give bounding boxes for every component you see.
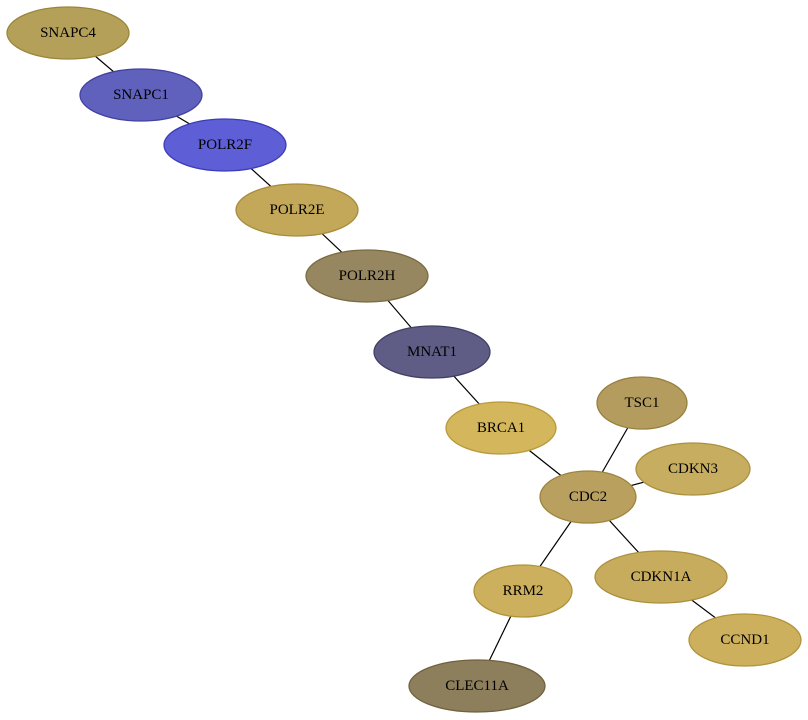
node-label: CDKN3 [668, 461, 718, 477]
node-cdkn3[interactable]: CDKN3 [635, 442, 751, 496]
node-mnat1[interactable]: MNAT1 [373, 325, 491, 379]
node-ellipse [635, 442, 751, 496]
node-tsc1[interactable]: TSC1 [596, 376, 688, 430]
node-ellipse [596, 376, 688, 430]
node-ellipse [473, 564, 573, 618]
node-brca1[interactable]: BRCA1 [445, 401, 557, 455]
node-rrm2[interactable]: RRM2 [473, 564, 573, 618]
node-label: MNAT1 [407, 344, 457, 360]
node-label: TSC1 [624, 395, 659, 411]
node-label: SNAPC1 [113, 87, 169, 103]
node-polr2h[interactable]: POLR2H [305, 249, 429, 303]
node-cdkn1a[interactable]: CDKN1A [594, 550, 728, 604]
node-ellipse [6, 6, 130, 60]
node-snapc1[interactable]: SNAPC1 [79, 68, 203, 122]
node-label: CDC2 [569, 489, 607, 505]
node-ellipse [163, 118, 287, 172]
node-clec11a[interactable]: CLEC11A [408, 659, 546, 713]
node-ellipse [373, 325, 491, 379]
node-snapc4[interactable]: SNAPC4 [6, 6, 130, 60]
node-ellipse [235, 183, 359, 237]
node-ellipse [594, 550, 728, 604]
node-ccnd1[interactable]: CCND1 [688, 613, 802, 667]
node-label: RRM2 [503, 583, 544, 599]
node-ellipse [688, 613, 802, 667]
node-label: CDKN1A [631, 569, 692, 585]
node-label: BRCA1 [477, 420, 525, 436]
node-ellipse [445, 401, 557, 455]
node-label: POLR2F [198, 137, 252, 153]
node-ellipse [79, 68, 203, 122]
node-ellipse [408, 659, 546, 713]
node-label: CLEC11A [445, 678, 509, 694]
node-polr2e[interactable]: POLR2E [235, 183, 359, 237]
node-cdc2[interactable]: CDC2 [539, 470, 637, 524]
node-label: POLR2E [269, 202, 324, 218]
node-label: POLR2H [339, 268, 396, 284]
node-ellipse [539, 470, 637, 524]
node-ellipse [305, 249, 429, 303]
node-label: SNAPC4 [40, 25, 96, 41]
node-label: CCND1 [720, 632, 769, 648]
node-polr2f[interactable]: POLR2F [163, 118, 287, 172]
